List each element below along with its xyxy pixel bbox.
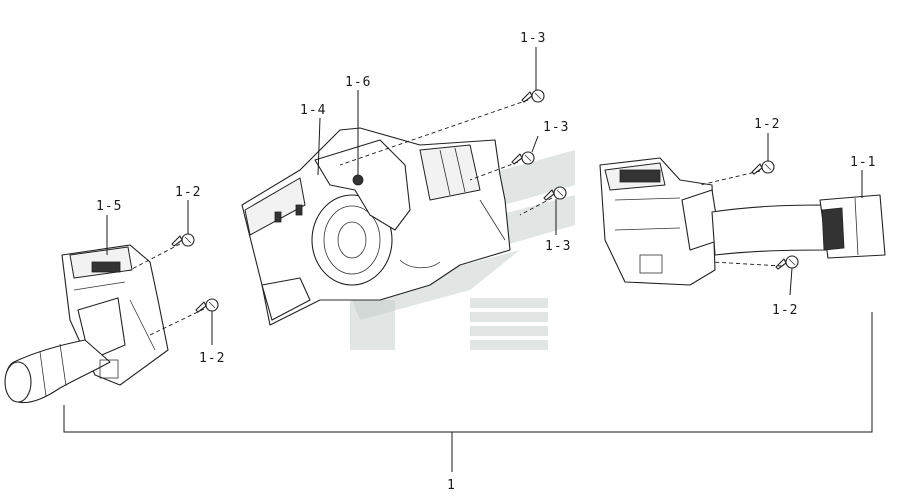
screw-middle xyxy=(511,151,535,165)
screw-right-of-body xyxy=(543,186,567,201)
callout-1-2-left-upper: 1-2 xyxy=(175,185,201,200)
callout-1-2-right-lower: 1-2 xyxy=(772,303,798,318)
screw-left-lower xyxy=(195,298,219,313)
screw-left-upper xyxy=(171,233,195,247)
screw-top xyxy=(521,89,545,103)
callout-1-3-right-of-body: 1-3 xyxy=(545,239,571,254)
column-switch-body xyxy=(241,127,511,326)
right-stalk-switch xyxy=(599,157,886,286)
callout-1-4: 1-4 xyxy=(300,103,326,118)
callout-1: 1 xyxy=(447,478,456,493)
screw-right-lower xyxy=(775,255,799,270)
screw-right-upper xyxy=(751,160,775,175)
assembly-bracket xyxy=(63,312,873,472)
callout-1-5: 1-5 xyxy=(96,199,122,214)
callout-1-2-right-upper: 1-2 xyxy=(754,117,780,132)
callout-labels: 1-5 1-2 1-2 1-3 1-3 1-3 1-6 1-4 1-2 1-2 … xyxy=(96,31,876,493)
callout-1-1: 1-1 xyxy=(850,155,876,170)
left-stalk-switch xyxy=(4,244,169,404)
callout-1-6: 1-6 xyxy=(345,75,371,90)
callout-1-2-left-lower: 1-2 xyxy=(199,351,225,366)
callout-1-3-middle: 1-3 xyxy=(543,120,569,135)
callout-1-3-top: 1-3 xyxy=(520,31,546,46)
callout-leaders xyxy=(106,47,863,345)
exploded-view-axes xyxy=(129,99,783,336)
